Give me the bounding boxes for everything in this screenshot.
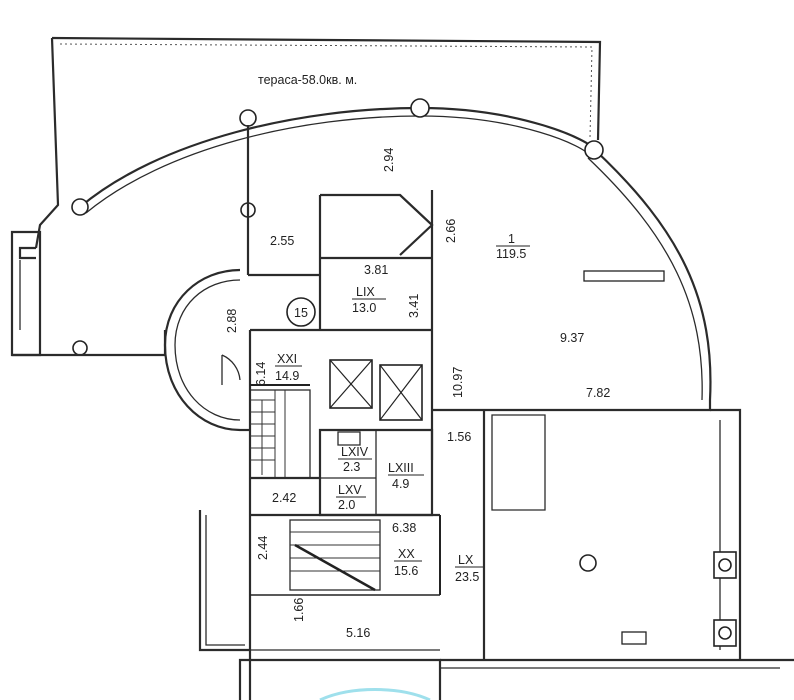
fixture <box>583 270 665 282</box>
staircase-lower <box>250 515 441 596</box>
room-area: 2.3 <box>343 460 360 474</box>
room-area: 15.6 <box>394 564 418 578</box>
room-area: 119.5 <box>496 247 526 261</box>
dimension-labels: 2.94 2.66 2.55 3.81 3.41 2.88 9.37 6.14 … <box>225 148 610 640</box>
room-id: LXV <box>338 483 362 497</box>
dim-label: 1.56 <box>447 430 471 444</box>
room-lix: LIX 13.0 <box>352 285 386 315</box>
door-swing <box>221 354 241 385</box>
room-id: XXI <box>277 352 297 366</box>
dim-label: 2.55 <box>270 234 294 248</box>
room-lxiv: LXIV 2.3 <box>338 445 372 474</box>
column-marker <box>239 109 257 127</box>
room-id: LXIII <box>388 461 414 475</box>
room-id: XX <box>398 547 415 561</box>
small-rooms <box>250 428 440 517</box>
dim-label: 3.81 <box>364 263 388 277</box>
staircase-upper <box>249 384 311 479</box>
left-annex-walls <box>10 125 250 432</box>
dim-label: 2.94 <box>382 148 396 172</box>
room-id: 1 <box>508 232 515 246</box>
room-xx: XX 15.6 <box>394 547 422 578</box>
room-lxv: LXV 2.0 <box>336 483 366 512</box>
column-marker <box>579 554 597 572</box>
room-xxi: XXI 14.9 <box>275 352 302 383</box>
dim-label: 7.82 <box>586 386 610 400</box>
dim-label: 10.97 <box>451 367 465 398</box>
column-marker <box>410 98 430 118</box>
bottom-wall <box>238 649 794 700</box>
room-area: 13.0 <box>352 301 376 315</box>
room-area: 14.9 <box>275 369 299 383</box>
terrace: тераса-58.0кв. м. <box>34 36 602 249</box>
core-walls <box>240 190 434 700</box>
dim-label: 2.66 <box>444 219 458 243</box>
dim-label: 6.14 <box>254 362 268 386</box>
column-marker <box>584 140 604 160</box>
marker-label: 15 <box>294 306 308 320</box>
dim-label: 1.66 <box>292 598 306 622</box>
right-block <box>432 400 742 660</box>
column-marker <box>72 340 88 356</box>
room-lx: LX 23.5 <box>455 553 483 584</box>
marker-15: 15 <box>286 297 316 327</box>
terrace-label: тераса-58.0кв. м. <box>258 73 357 87</box>
room-area: 23.5 <box>455 570 479 584</box>
dim-label: 5.16 <box>346 626 370 640</box>
room-area: 2.0 <box>338 498 355 512</box>
elevator-shafts <box>329 359 423 421</box>
room-id: LXIV <box>341 445 369 459</box>
dim-label: 3.41 <box>407 294 421 318</box>
dim-label: 2.42 <box>272 491 296 505</box>
room-lxiii: LXIII 4.9 <box>388 461 424 491</box>
curved-facade <box>79 106 712 401</box>
dim-label: 6.38 <box>392 521 416 535</box>
room-1: 1 119.5 <box>496 232 530 261</box>
dim-label: 2.88 <box>225 309 239 333</box>
room-labels: 1 119.5 LIX 13.0 XXI 14.9 LXIV 2.3 LXIII… <box>275 232 530 584</box>
dim-label: 2.44 <box>256 536 270 560</box>
room-area: 4.9 <box>392 477 409 491</box>
lower-left-balcony <box>198 510 250 652</box>
room-id: LX <box>458 553 474 567</box>
dim-label: 9.37 <box>560 331 584 345</box>
room-id: LIX <box>356 285 375 299</box>
column-marker <box>71 198 89 216</box>
decorative-arc <box>319 688 431 700</box>
facade-columns <box>71 98 604 356</box>
fixture <box>621 631 647 645</box>
